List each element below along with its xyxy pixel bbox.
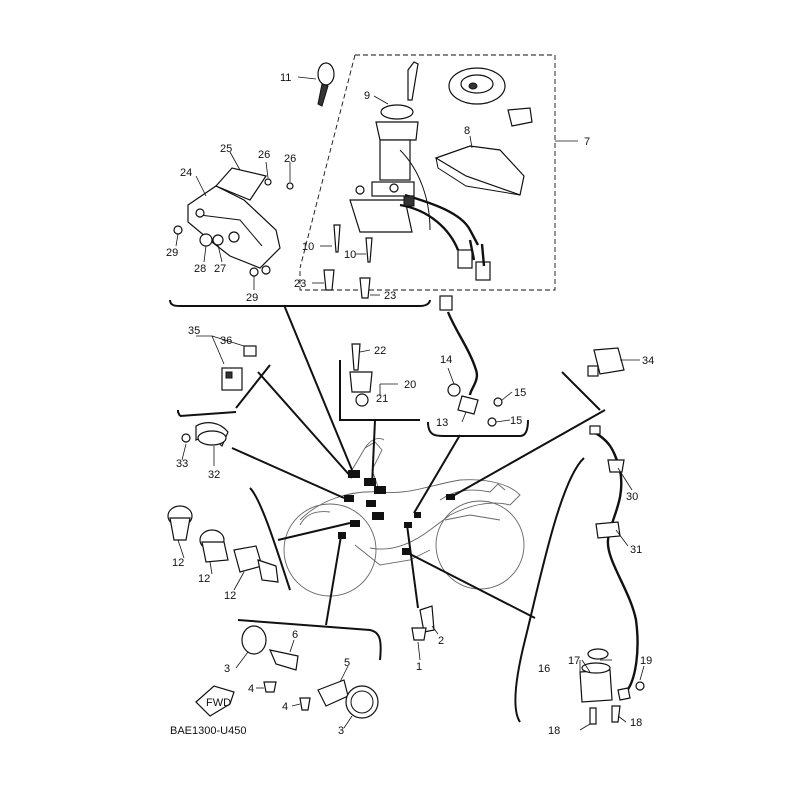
callout-10b: 10: [344, 249, 356, 261]
callout-11: 11: [280, 72, 291, 84]
callout-8: 8: [464, 125, 470, 137]
callout-28: 28: [194, 263, 206, 275]
relay-34-group: [561, 347, 640, 411]
callout-1: 1: [416, 661, 422, 673]
callout-23a: 23: [294, 278, 306, 290]
locator-mark: [374, 486, 386, 494]
callout-18a: 18: [548, 725, 560, 737]
callout-24: 24: [180, 167, 192, 179]
callout-4b: 4: [282, 701, 288, 713]
callout-12c: 12: [224, 590, 236, 602]
key: [317, 62, 335, 107]
callout-18b: 18: [630, 717, 642, 729]
center-sensor-group: [339, 343, 420, 421]
handlebar-switch-group: [167, 487, 291, 591]
sensor-group: [411, 605, 439, 661]
ignition-switch: [349, 104, 480, 251]
callout-34: 34: [642, 355, 654, 367]
locator-mark: [350, 520, 360, 527]
callout-20: 20: [404, 379, 416, 391]
fwd-label: FWD: [206, 697, 231, 709]
callout-32: 32: [208, 469, 220, 481]
callout-36: 36: [220, 335, 232, 347]
fuel-cap: [448, 67, 506, 105]
locator-mark: [338, 532, 346, 539]
callout-23b: 23: [384, 290, 396, 302]
locator-mark: [372, 512, 384, 520]
locator-mark: [344, 495, 354, 502]
locator-mark: [348, 470, 360, 478]
locator-mark: [414, 512, 421, 518]
callout-9: 9: [364, 90, 370, 102]
diagram-code: BAE1300-U450: [170, 725, 246, 737]
callout-2: 2: [438, 635, 444, 647]
callout-31: 31: [630, 544, 642, 556]
callout-29a: 29: [166, 247, 178, 259]
callout-17: 17: [568, 655, 580, 667]
callout-22: 22: [374, 345, 386, 357]
motorcycle-silhouette: [283, 437, 525, 597]
callout-15a: 15: [514, 387, 526, 399]
sensor-13-group: [427, 295, 529, 437]
callout-26a: 26: [258, 149, 270, 161]
callout-27: 27: [214, 263, 226, 275]
callout-30: 30: [626, 491, 638, 503]
relay-group: [196, 335, 271, 409]
callout-5: 5: [344, 657, 350, 669]
callout-12a: 12: [172, 557, 184, 569]
callout-3a: 3: [224, 663, 230, 675]
callout-14: 14: [440, 354, 452, 366]
main-switch-group: [169, 54, 578, 307]
callout-7: 7: [584, 136, 590, 148]
callout-16: 16: [538, 663, 550, 675]
callout-labels: 11 9 8 7 25 26 26 24 10 10 29 28 27 23 2…: [166, 72, 654, 737]
callout-12b: 12: [198, 573, 210, 585]
callout-19: 19: [640, 655, 652, 667]
forward-arrow: FWD: [195, 685, 235, 717]
locator-mark: [364, 478, 376, 486]
callout-6: 6: [292, 629, 298, 641]
locator-mark: [366, 500, 376, 507]
horn-group: [177, 410, 237, 466]
bracket-24: [187, 167, 281, 275]
callout-13: 13: [436, 417, 448, 429]
callout-4a: 4: [248, 683, 254, 695]
callout-29b: 29: [246, 292, 258, 304]
reflector-group: FWD: [195, 619, 382, 729]
callout-15b: 15: [510, 415, 522, 427]
control-unit: [434, 145, 525, 196]
callout-10a: 10: [302, 241, 314, 253]
locator-mark: [446, 494, 455, 500]
callout-35: 35: [188, 325, 200, 337]
callout-25: 25: [220, 143, 232, 155]
group-leader-lines: [231, 304, 606, 626]
callout-26b: 26: [284, 153, 296, 165]
callout-21: 21: [376, 393, 388, 405]
callout-33: 33: [176, 458, 188, 470]
callout-3b: 3: [338, 725, 344, 737]
fuel-pump-group: [514, 425, 645, 731]
